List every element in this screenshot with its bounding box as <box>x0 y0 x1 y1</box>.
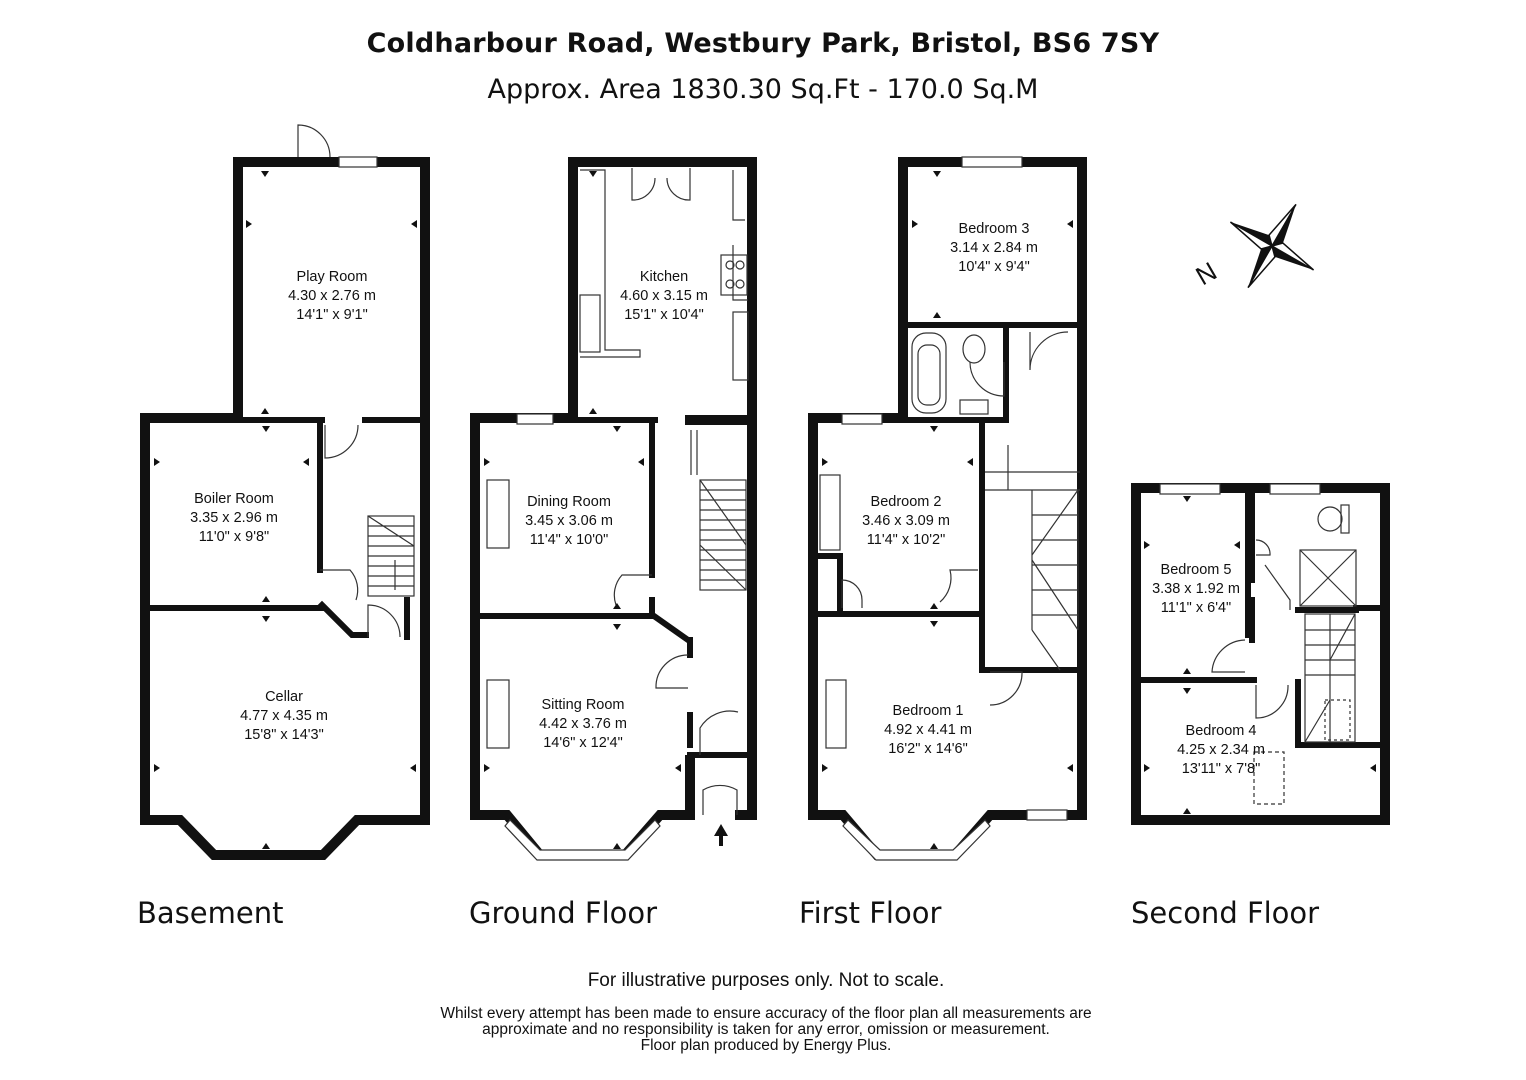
bedroom-2-imperial: 11'4" x 10'2" <box>867 532 945 548</box>
floor-label-basement: Basement <box>137 896 284 930</box>
sitting-room-name: Sitting Room <box>541 697 624 713</box>
sitting-room-metric: 4.42 x 3.76 m <box>539 716 627 732</box>
kitchen-metric: 4.60 x 3.15 m <box>620 288 708 304</box>
bedroom-1-metric: 4.92 x 4.41 m <box>884 722 972 738</box>
bedroom-2-name: Bedroom 2 <box>871 494 942 510</box>
bedroom-3-imperial: 10'4" x 9'4" <box>958 259 1029 275</box>
sitting-room-imperial: 14'6" x 12'4" <box>543 735 623 751</box>
cellar-name: Cellar <box>265 689 303 705</box>
cellar-imperial: 15'8" x 14'3" <box>244 727 324 743</box>
second-floor-plan <box>1131 483 1390 825</box>
bedroom-4-metric: 4.25 x 2.34 m <box>1177 742 1265 758</box>
kitchen-name: Kitchen <box>640 269 688 285</box>
floor-label-ground: Ground Floor <box>469 896 658 930</box>
basement-plan <box>140 124 430 860</box>
boiler-room-metric: 3.35 x 2.96 m <box>190 510 278 526</box>
kitchen-imperial: 15'1" x 10'4" <box>624 307 704 323</box>
ground-floor-plan <box>470 157 757 861</box>
boiler-room-name: Boiler Room <box>194 491 274 507</box>
disclaimer-line-2: approximate and no responsibility is tak… <box>482 1021 1050 1038</box>
bedroom-2-metric: 3.46 x 3.09 m <box>862 513 950 529</box>
floor-label-first: First Floor <box>799 896 942 930</box>
dining-room-imperial: 11'4" x 10'0" <box>530 532 608 548</box>
boiler-room-imperial: 11'0" x 9'8" <box>199 529 269 545</box>
disclaimer-line-1: Whilst every attempt has been made to en… <box>440 1005 1092 1022</box>
dimension-markers <box>154 171 1376 849</box>
bedroom-5-metric: 3.38 x 1.92 m <box>1152 581 1240 597</box>
first-floor-plan <box>808 156 1087 861</box>
bedroom-3-name: Bedroom 3 <box>959 221 1030 237</box>
compass-star-icon <box>1229 203 1315 289</box>
bedroom-5-imperial: 11'1" x 6'4" <box>1161 600 1231 616</box>
play-room-imperial: 14'1" x 9'1" <box>296 307 367 323</box>
play-room-name: Play Room <box>297 269 368 285</box>
bedroom-4-imperial: 13'11" x 7'8" <box>1182 761 1260 777</box>
dining-room-name: Dining Room <box>527 494 611 510</box>
cellar-metric: 4.77 x 4.35 m <box>240 708 328 724</box>
plan-area-subtitle: Approx. Area 1830.30 Sq.Ft - 170.0 Sq.M <box>487 74 1039 105</box>
play-room-metric: 4.30 x 2.76 m <box>288 288 376 304</box>
floor-label-second: Second Floor <box>1131 896 1320 930</box>
disclaimer-line-3: Floor plan produced by Energy Plus. <box>640 1037 892 1054</box>
compass-north-label: N <box>1191 256 1222 291</box>
bedroom-3-metric: 3.14 x 2.84 m <box>950 240 1038 256</box>
bedroom-1-imperial: 16'2" x 14'6" <box>888 741 968 757</box>
bedroom-1-name: Bedroom 1 <box>893 703 964 719</box>
dining-room-metric: 3.45 x 3.06 m <box>525 513 613 529</box>
bedroom-5-name: Bedroom 5 <box>1161 562 1232 578</box>
plan-address-title: Coldharbour Road, Westbury Park, Bristol… <box>366 28 1160 59</box>
disclaimer-not-to-scale: For illustrative purposes only. Not to s… <box>587 970 945 991</box>
bedroom-4-name: Bedroom 4 <box>1186 723 1257 739</box>
